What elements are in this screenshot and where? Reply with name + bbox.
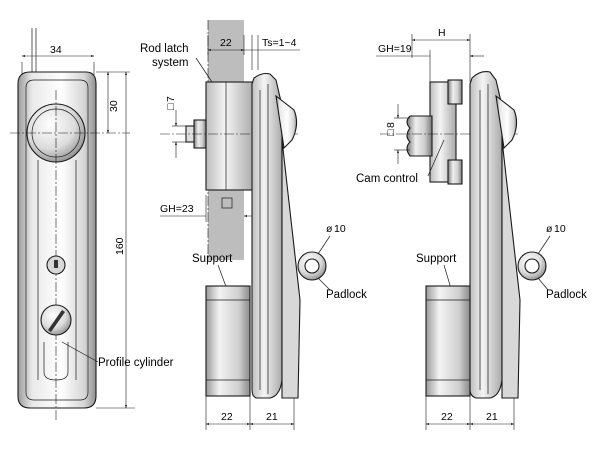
dim-rod-bottom-right: 21 bbox=[266, 411, 278, 423]
rod-latch-block bbox=[205, 81, 255, 191]
svg-text:□: □ bbox=[165, 103, 177, 110]
dim-cam-bottom-right: 21 bbox=[486, 411, 498, 423]
dim-rod-square: 7 bbox=[165, 96, 177, 102]
front-view: 34 30 160 Profile cylinder bbox=[10, 28, 174, 420]
dim-rod-gh: GH=23 bbox=[160, 203, 194, 215]
side-view-rod: 22 Ts=1~4 Rod latch system □ 7 GH=23 bbox=[140, 20, 367, 430]
rod-support bbox=[205, 285, 251, 397]
label-cam-padlock: Padlock bbox=[546, 289, 587, 301]
cam-padlock-eye bbox=[517, 251, 547, 281]
dim-rod-bottom-left: 22 bbox=[221, 411, 233, 423]
cam-handle-profile bbox=[469, 71, 503, 399]
rod-padlock-eye bbox=[297, 251, 327, 281]
label-cam-control: Cam control bbox=[356, 173, 418, 185]
dim-rod-top-22: 22 bbox=[220, 37, 232, 49]
dim-front-width: 34 bbox=[50, 44, 62, 56]
dim-cam-square: 8 bbox=[385, 122, 397, 128]
svg-text:ø: ø bbox=[326, 223, 333, 235]
dim-cam-h: H bbox=[438, 27, 446, 39]
dim-front-height: 160 bbox=[114, 237, 126, 255]
dim-cam-bottom-left: 22 bbox=[441, 411, 453, 423]
label-rod-latch-line2: system bbox=[152, 57, 188, 69]
rod-handle-profile bbox=[251, 72, 283, 399]
dim-front-knob: 30 bbox=[108, 100, 120, 112]
label-rod-latch-line1: Rod latch bbox=[140, 43, 189, 55]
label-cam-support: Support bbox=[416, 253, 457, 265]
svg-text:ø: ø bbox=[546, 223, 553, 235]
dim-cam-diameter: 10 bbox=[554, 223, 566, 235]
cam-support bbox=[425, 285, 471, 397]
label-rod-support: Support bbox=[192, 253, 233, 265]
dim-cam-gh: GH=19 bbox=[378, 43, 412, 55]
side-view-cam: H GH=19 □ 8 Cam control bbox=[356, 27, 587, 430]
label-profile-cylinder: Profile cylinder bbox=[98, 357, 174, 369]
dim-rod-diameter: 10 bbox=[334, 223, 346, 235]
svg-text:□: □ bbox=[385, 129, 397, 136]
label-rod-padlock: Padlock bbox=[326, 289, 367, 301]
dim-rod-ts: Ts=1~4 bbox=[262, 37, 297, 49]
